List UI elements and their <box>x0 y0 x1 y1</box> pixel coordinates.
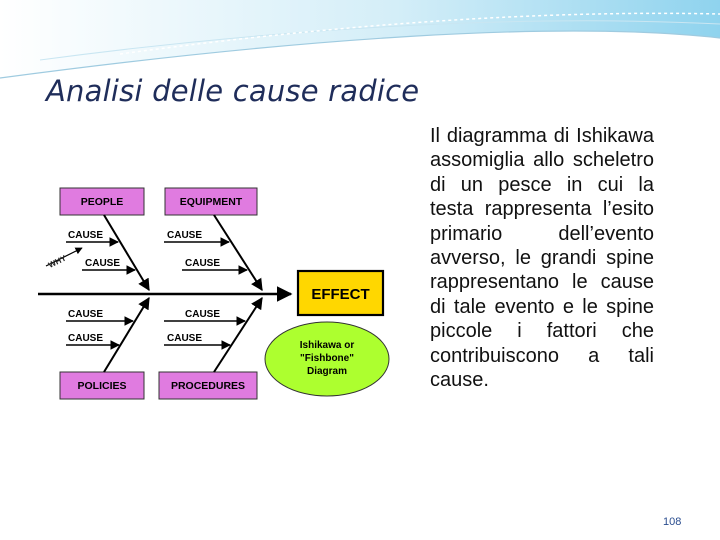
caption-line-1: Ishikawa or <box>300 340 355 351</box>
effect-label: EFFECT <box>311 286 369 303</box>
category-equipment: EQUIPMENT <box>165 188 257 215</box>
page-number: 108 <box>663 516 681 528</box>
cause-label: CAUSE <box>68 309 103 320</box>
cause-label: CAUSE <box>68 230 103 241</box>
category-people: PEOPLE <box>60 188 144 215</box>
fishbone-caption: Ishikawa or "Fishbone" Diagram <box>265 322 389 396</box>
cause-label: CAUSE <box>167 230 202 241</box>
caption-line-2: "Fishbone" <box>300 353 354 364</box>
cause-label: CAUSE <box>167 333 202 344</box>
caption-line-3: Diagram <box>307 366 347 377</box>
cause-label: CAUSE <box>85 258 120 269</box>
category-label-people: PEOPLE <box>81 196 124 208</box>
category-label-equipment: EQUIPMENT <box>180 196 243 208</box>
cause-label: CAUSE <box>185 309 220 320</box>
effect-box: EFFECT <box>298 271 383 315</box>
slide-title: Analisi delle cause radice <box>46 74 419 108</box>
cause-label: CAUSE <box>185 258 220 269</box>
category-label-policies: POLICIES <box>77 380 126 392</box>
category-policies: POLICIES <box>60 372 144 399</box>
category-procedures: PROCEDURES <box>159 372 257 399</box>
header-wave-decoration <box>0 0 720 80</box>
cause-label: CAUSE <box>68 333 103 344</box>
fishbone-diagram: PEOPLE EQUIPMENT POLICIES PROCEDURES WHY… <box>36 180 406 416</box>
category-label-procedures: PROCEDURES <box>171 380 245 392</box>
body-text: Il diagramma di Ishikawa assomiglia allo… <box>430 124 654 392</box>
